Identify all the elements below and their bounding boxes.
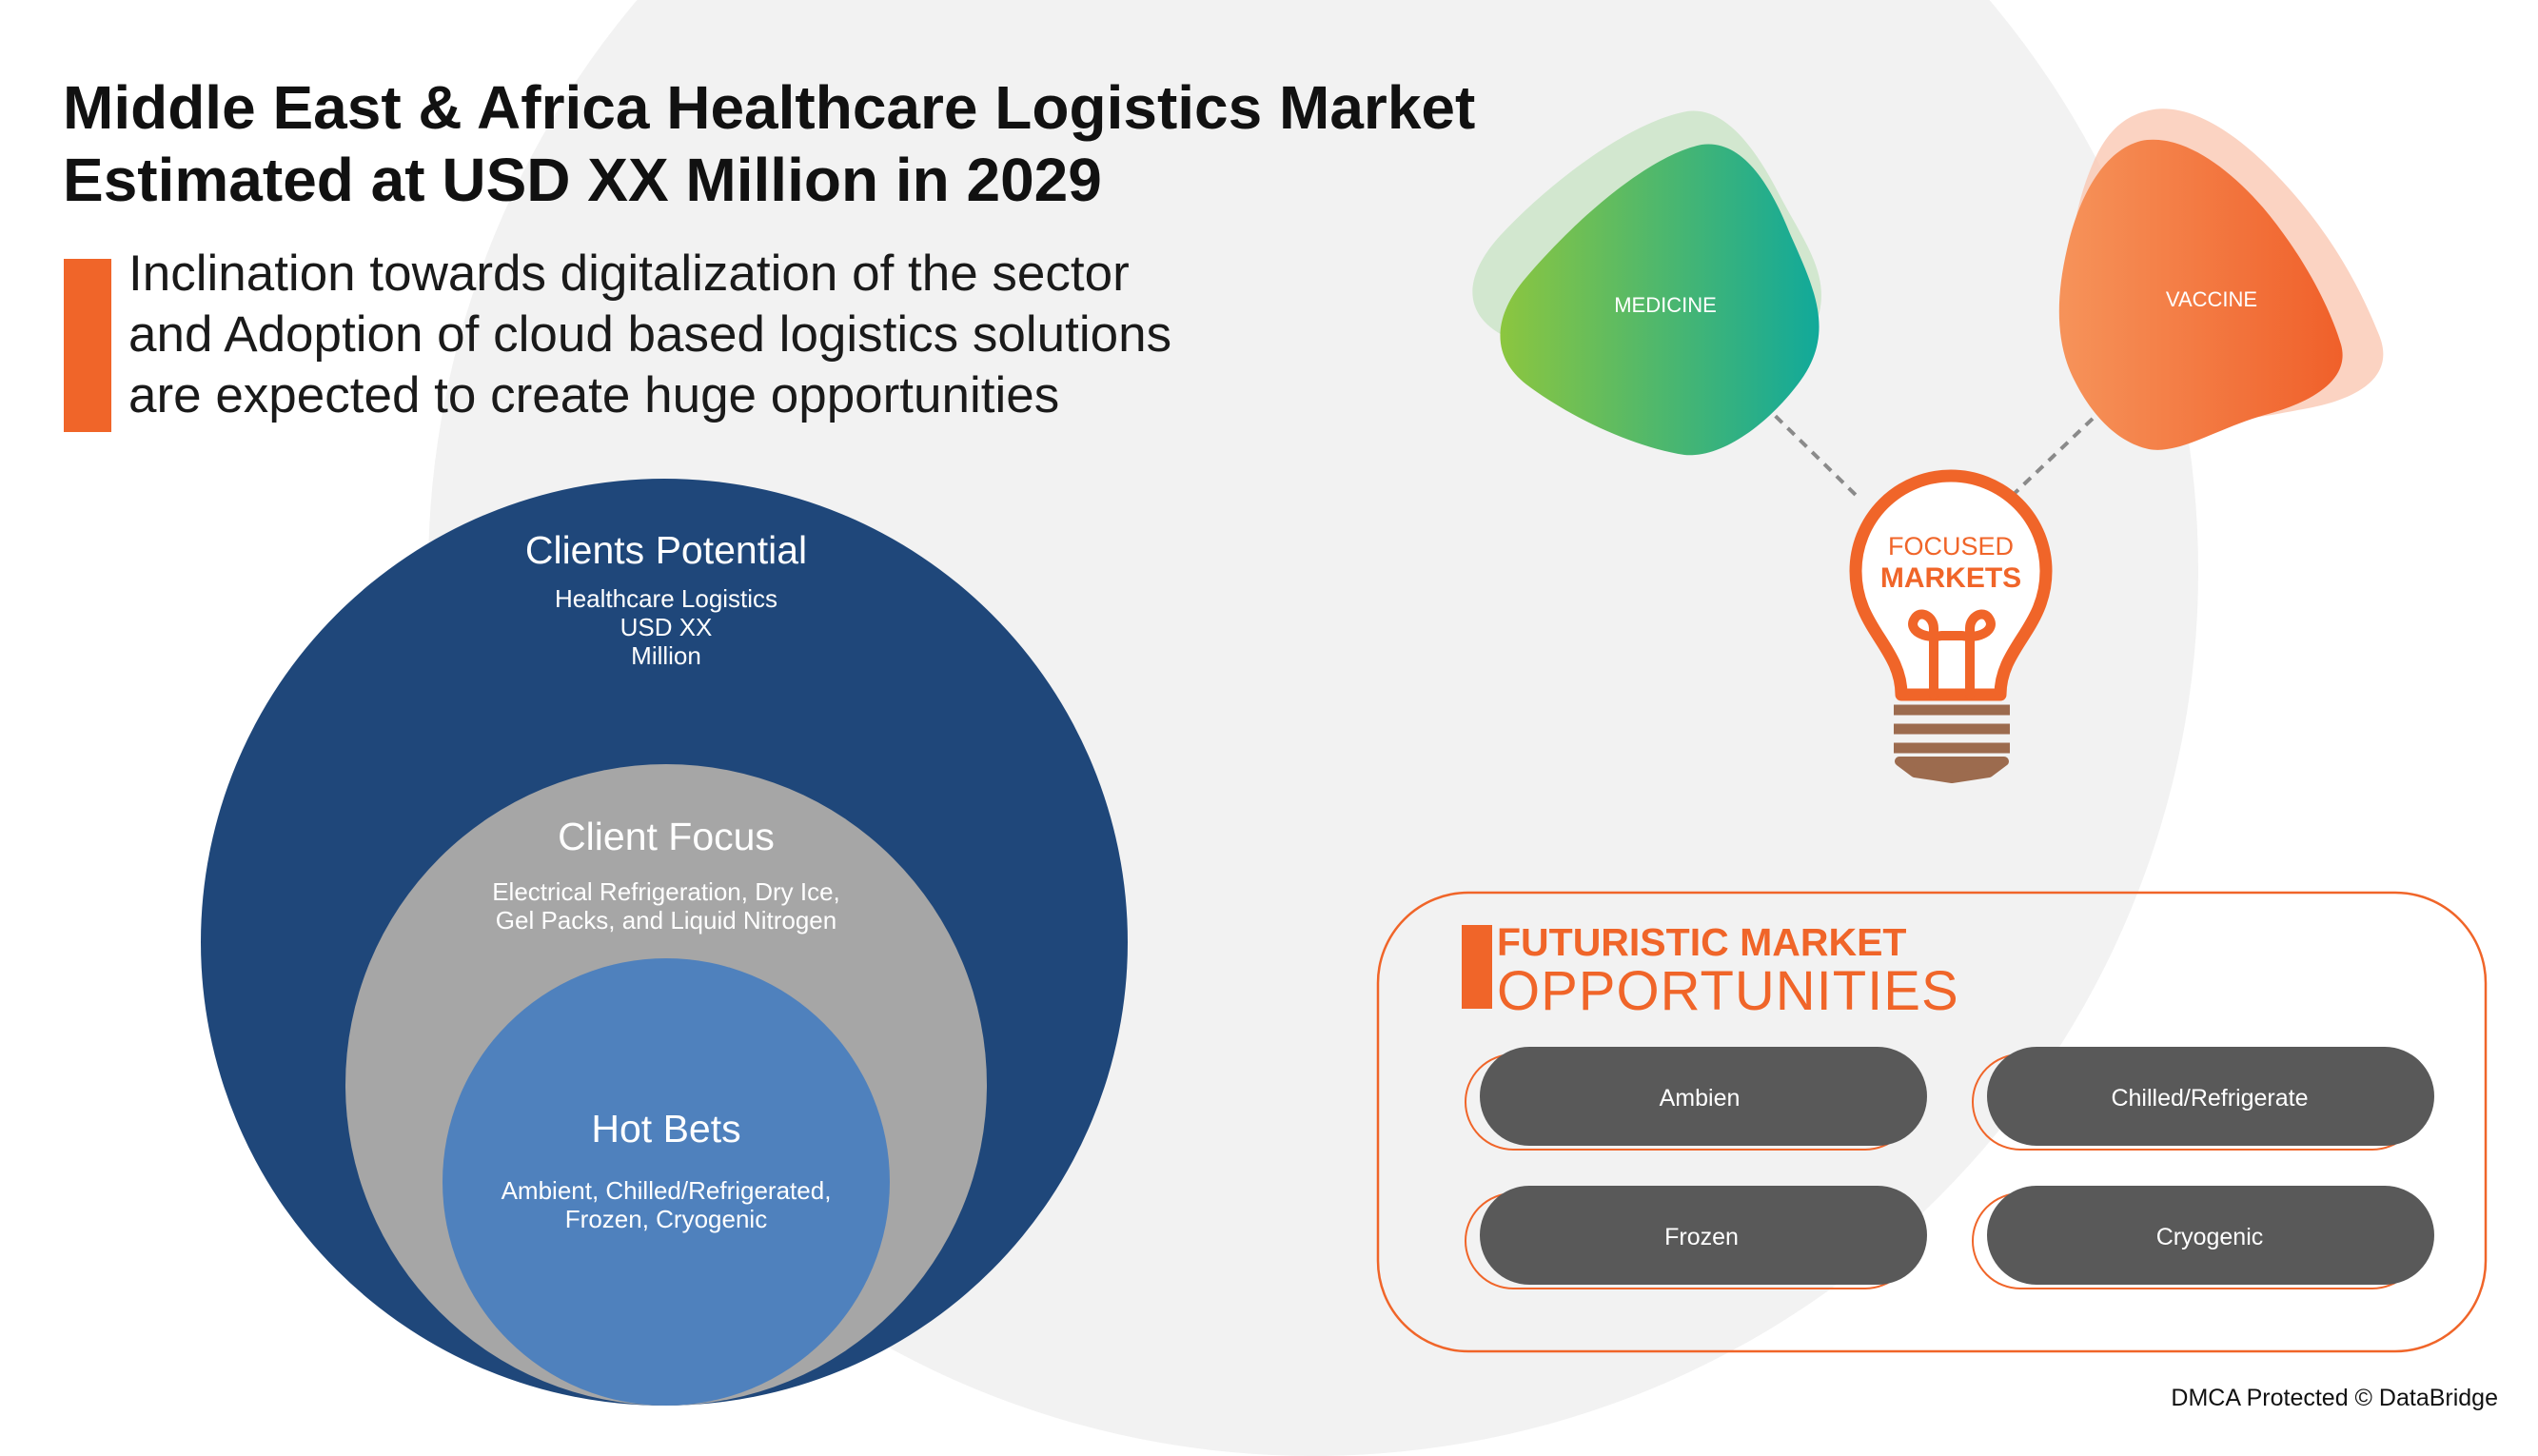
outer-circle-line-2: USD XX	[620, 613, 713, 641]
middle-circle-line-2: Gel Packs, and Liquid Nitrogen	[496, 906, 836, 935]
title-line-2: Estimated at USD XX Million in 2029	[63, 146, 1102, 214]
outer-circle-heading: Clients Potential	[525, 528, 807, 572]
vaccine-blob: VACCINE	[2058, 108, 2384, 450]
subtitle: Inclination towards digitalization of th…	[128, 244, 1171, 426]
focused-markets: MEDICINE VACCINE FOCUSED MARKETS	[1472, 108, 2384, 783]
subtitle-accent-bar	[64, 259, 111, 432]
middle-circle-heading: Client Focus	[558, 815, 775, 858]
footer-copyright: DMCA Protected © DataBridge	[2171, 1385, 2498, 1411]
inner-circle	[443, 958, 890, 1406]
inner-circle-line-2: Frozen, Cryogenic	[565, 1205, 767, 1233]
opportunities-frame	[1376, 891, 2488, 1353]
outer-circle-line-3: Million	[631, 641, 701, 670]
opportunities-panel: Ambien Chilled/Refrigerate Frozen Cryoge…	[1376, 891, 2488, 1353]
vaccine-label: VACCINE	[2166, 287, 2257, 311]
subtitle-line-3: are expected to create huge opportunitie…	[128, 367, 1060, 423]
opportunities-accent-bar	[1462, 925, 1492, 1009]
pill-body	[1480, 1186, 1927, 1285]
pill-label: Cryogenic	[2156, 1224, 2264, 1250]
inner-circle-line-1: Ambient, Chilled/Refrigerated,	[502, 1176, 832, 1205]
inner-circle-heading: Hot Bets	[591, 1107, 740, 1151]
pill-label: Frozen	[1664, 1224, 1739, 1250]
bulb-glass	[1849, 469, 2053, 701]
opportunity-pill-1: Ambien	[1465, 1047, 1927, 1151]
subtitle-line-1: Inclination towards digitalization of th…	[128, 246, 1130, 302]
opportunities-title: FUTURISTIC MARKET OPPORTUNITIES	[1497, 921, 1959, 1020]
bulb-label-line-2: MARKETS	[1880, 562, 2021, 594]
concentric-circles: Clients Potential Healthcare Logistics U…	[201, 479, 1128, 1406]
medicine-blob: MEDICINE	[1472, 110, 1821, 456]
opportunity-pill-4: Cryogenic	[1972, 1186, 2434, 1289]
pill-label: Ambien	[1660, 1085, 1741, 1112]
bulb-filament	[1908, 609, 1996, 699]
medicine-label: MEDICINE	[1614, 293, 1717, 317]
vaccine-blob-shape	[2058, 139, 2343, 450]
pill-label: Chilled/Refrigerate	[2111, 1085, 2308, 1112]
opportunities-title-line-2: OPPORTUNITIES	[1497, 960, 1959, 1022]
pill-body	[1480, 1047, 1927, 1146]
middle-circle-line-1: Electrical Refrigeration, Dry Ice,	[492, 877, 840, 906]
outer-circle-line-1: Healthcare Logistics	[555, 584, 777, 613]
opportunities-title-line-1: FUTURISTIC MARKET	[1497, 920, 1907, 964]
bulb-label-line-1: FOCUSED	[1888, 532, 2014, 561]
page-title: Middle East & Africa Healthcare Logistic…	[63, 71, 1475, 216]
subtitle-line-2: and Adoption of cloud based logistics so…	[128, 306, 1172, 363]
medicine-blob-shape	[1500, 144, 1820, 456]
opportunity-pill-2: Chilled/Refrigerate	[1972, 1047, 2434, 1151]
opportunity-pill-3: Frozen	[1465, 1186, 1927, 1289]
lightbulb-icon: FOCUSED MARKETS	[1849, 469, 2053, 783]
title-line-1: Middle East & Africa Healthcare Logistic…	[63, 73, 1476, 142]
pill-body	[1987, 1047, 2434, 1146]
pill-body	[1987, 1186, 2434, 1285]
bulb-base-tip	[1895, 757, 2009, 783]
